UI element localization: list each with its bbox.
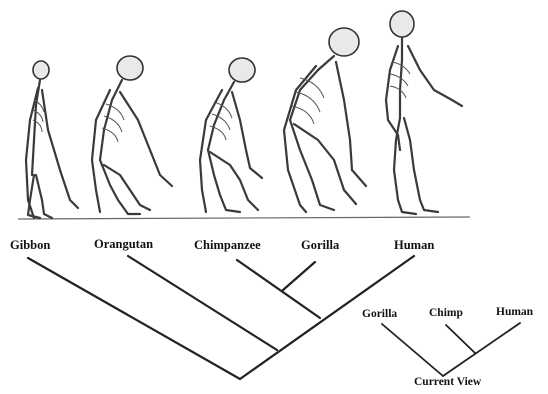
inset-branch-human xyxy=(443,323,520,376)
taxon-label-chimpanzee: Chimpanzee xyxy=(194,238,261,253)
inset-branch-gorilla xyxy=(382,324,443,376)
inset-label-chimp: Chimp xyxy=(429,307,463,319)
taxon-label-gibbon: Gibbon xyxy=(10,238,50,253)
taxon-label-gorilla: Gorilla xyxy=(301,238,339,253)
taxon-label-orangutan: Orangutan xyxy=(94,237,153,252)
taxon-label-human: Human xyxy=(394,238,434,253)
main-tree xyxy=(28,256,414,379)
inset-branch-chimp xyxy=(446,325,475,353)
inset-caption: Current View xyxy=(414,376,481,388)
inset-label-gorilla: Gorilla xyxy=(362,308,397,320)
inset-label-human: Human xyxy=(496,306,533,318)
branch-gibbon xyxy=(28,258,240,379)
branch-gorilla xyxy=(283,262,315,290)
inset-tree xyxy=(382,323,520,376)
branch-orangutan xyxy=(128,256,277,350)
